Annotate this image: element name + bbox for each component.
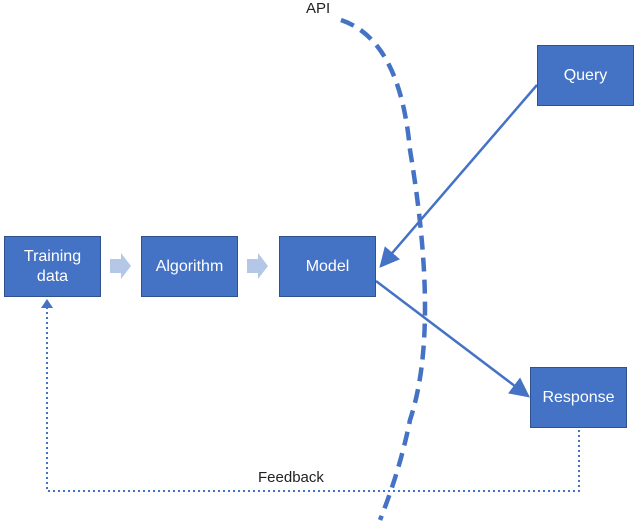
- feedback-label: Feedback: [258, 469, 324, 486]
- block-arrow-algorithm-to-model: [247, 253, 268, 279]
- api-boundary-line: [340, 17, 428, 521]
- training-data-label: Training data: [23, 247, 82, 285]
- api-label: API: [306, 0, 331, 17]
- model-label: Model: [305, 257, 350, 275]
- algorithm-node: Algorithm: [141, 236, 238, 297]
- model-node: Model: [279, 236, 376, 297]
- response-node: Response: [530, 367, 627, 428]
- arrow-model-to-response: [375, 280, 530, 398]
- arrow-query-to-model: [379, 84, 538, 268]
- feedback-arrowhead: [41, 299, 53, 308]
- algorithm-label: Algorithm: [155, 257, 224, 275]
- block-arrow-training-to-algorithm: [110, 253, 131, 279]
- query-node: Query: [537, 45, 634, 106]
- query-label: Query: [563, 66, 608, 84]
- training-data-node: Training data: [4, 236, 101, 297]
- feedback-loop-line: [46, 305, 580, 492]
- response-label: Response: [542, 388, 615, 406]
